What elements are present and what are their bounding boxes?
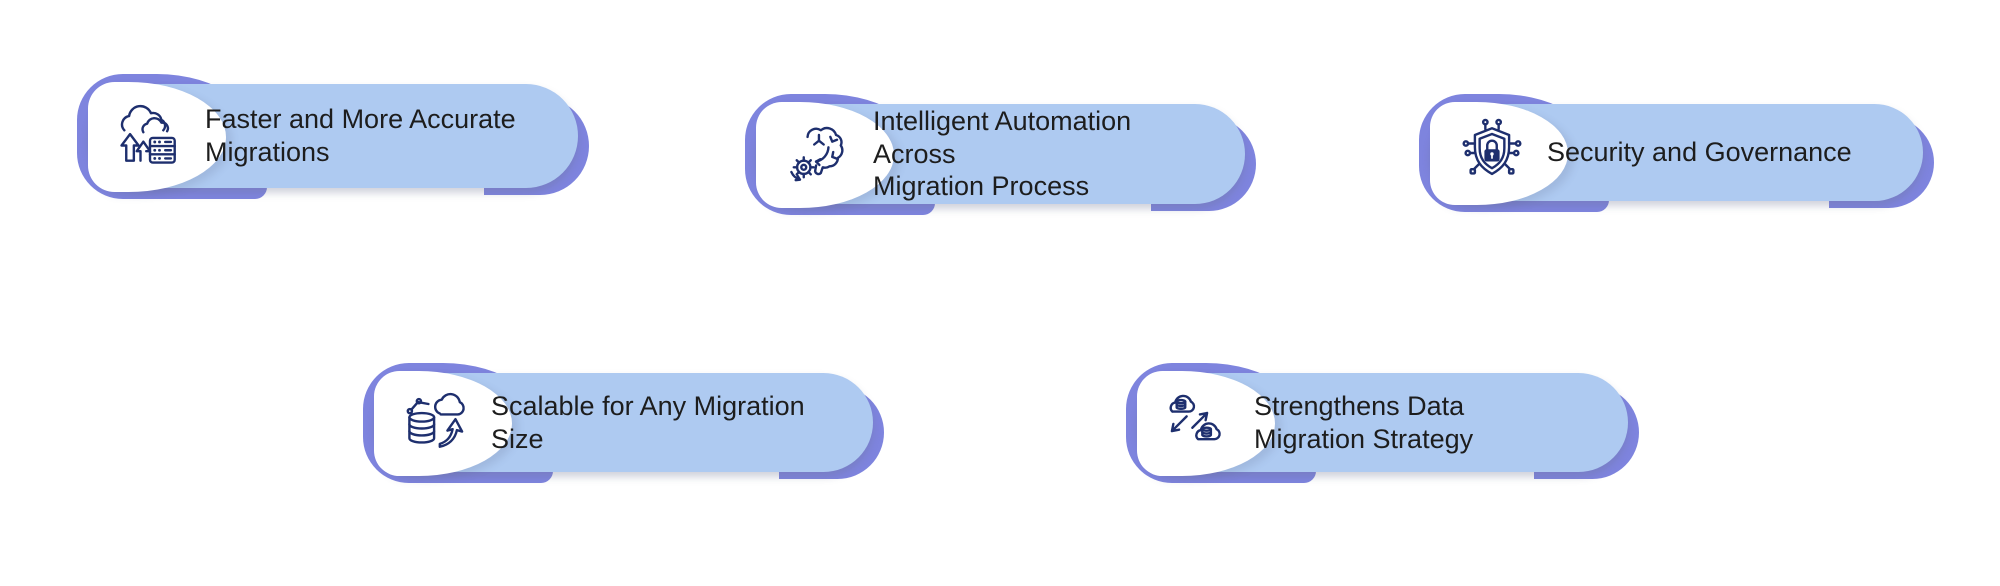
feature-card-faster-migrations: Faster and More Accurate Migrations	[77, 74, 589, 199]
card-label: Scalable for Any Migration Size	[491, 390, 805, 454]
card-label: Security and Governance	[1547, 137, 1852, 168]
feature-card-security-governance: Security and Governance	[1419, 94, 1934, 212]
card-label: Faster and More Accurate Migrations	[205, 104, 516, 167]
clouds-upload-servers-icon	[112, 98, 188, 174]
shield-lock-circuit-icon	[1454, 115, 1530, 191]
card-label: Intelligent Automation Across Migration …	[873, 105, 1132, 202]
feature-card-migration-strategy: Strengthens Data Migration Strategy	[1126, 363, 1639, 483]
database-cloud-scale-icon	[398, 385, 474, 461]
feature-card-intelligent-automation: Intelligent Automation Across Migration …	[745, 94, 1256, 215]
feature-card-scalable-migration: Scalable for Any Migration Size	[363, 363, 884, 483]
brain-gear-automation-icon	[780, 116, 856, 192]
card-label: Strengthens Data Migration Strategy	[1254, 390, 1474, 454]
cloud-database-exchange-icon	[1161, 385, 1237, 461]
